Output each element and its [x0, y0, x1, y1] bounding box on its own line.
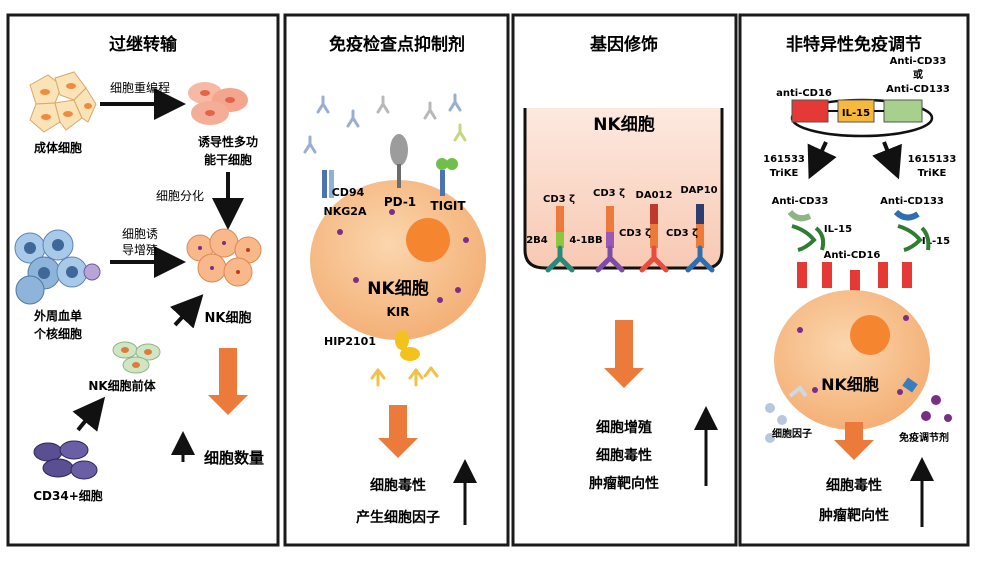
car-construct-2-icon [595, 206, 625, 273]
il15-box-label: IL-15 [842, 108, 870, 119]
cytokines-label: 产生细胞因子 [356, 509, 440, 526]
trike1-num-label: 161533 [763, 154, 805, 165]
trike2-num-label: 1615133 [908, 154, 957, 165]
cytotoxicity-label: 细胞毒性 [826, 477, 882, 494]
ipsc-label-2: 能干细胞 [204, 152, 252, 167]
nucleus [406, 218, 450, 262]
nk-cell-title: NK细胞 [593, 114, 654, 135]
cd34-label: CD34+细胞 [33, 488, 103, 503]
orange-down-arrow-icon [208, 348, 248, 415]
tumor-targeting-label: 肿瘤靶向性 [819, 507, 889, 524]
il15-left-label: IL-15 [824, 224, 852, 235]
orange-down-arrow-icon [604, 320, 644, 388]
anti-cd33-label: Anti-CD33 [772, 196, 829, 207]
hip-antibody-icons [370, 366, 439, 387]
panel-4: 非特异性免疫调节 anti-CD16 Anti-CD33 或 Anti-CD13… [763, 34, 956, 527]
ipsc-label-1: 诱导性多功 [198, 134, 258, 149]
kir-label: KIR [386, 305, 409, 319]
nk-cluster-icon [186, 228, 262, 287]
panel-1: 过继转输 成体细胞 细胞重编程 诱导性多功 能干细胞 [14, 34, 264, 503]
anti-cd133-label: Anti-CD133 [880, 196, 944, 207]
panel-1-title: 过继转输 [109, 34, 178, 55]
antibody-icons [303, 93, 467, 154]
panel-2: 免疫检查点抑制剂 CD94 NKG2A PD [303, 34, 486, 526]
induce-label-1: 细胞诱 [122, 227, 158, 241]
panel-4-frame [738, 13, 970, 547]
reprogram-label: 细胞重编程 [110, 80, 170, 95]
cytotoxicity-label: 细胞毒性 [596, 447, 652, 464]
immunomodulator-label: 免疫调节剂 [899, 431, 949, 444]
cd3z-label-a: CD3 ζ [543, 194, 575, 205]
car-construct-4-icon [685, 204, 715, 273]
panel-3: 基因修饰 NK细胞 CD3 ζ CD3 ζ DA012 DAP10 2B4 [523, 34, 724, 492]
car-construct-1-icon [545, 206, 575, 273]
trike1-name-label: TriKE [770, 168, 799, 179]
tumor-targeting-label: 肿瘤靶向性 [589, 475, 659, 492]
ipsc-icon [188, 82, 248, 125]
panel-3-frame [511, 13, 738, 547]
da012-label: DA012 [636, 190, 673, 201]
cell-count-label: 细胞数量 [204, 449, 264, 467]
pbmc-label-1: 外周血单 [34, 308, 82, 323]
anti-cd133-top-label: Anti-CD133 [886, 84, 950, 95]
anti-cd16-top-label: anti-CD16 [776, 88, 832, 99]
anti-cd33-or-label: Anti-CD33 [890, 56, 947, 67]
cd34-cells-icon [33, 440, 98, 480]
trike-bound-right-icon [893, 209, 931, 252]
41bb-label: 4-1BB [569, 235, 602, 246]
cd16-receptor-icons [797, 262, 912, 296]
immunomodulator-icons [902, 377, 952, 422]
pbmc-label-2: 个核细胞 [33, 326, 82, 341]
panel-2-title: 免疫检查点抑制剂 [329, 34, 465, 55]
nk-precursor-icon [112, 341, 161, 374]
hip-label: HIP2101 [324, 335, 376, 348]
nk-cell-body [774, 290, 930, 430]
induce-label-2: 导增殖 [122, 242, 158, 257]
nk-cell-title: NK细胞 [367, 278, 428, 299]
nk-precursor-label: NK细胞前体 [88, 378, 156, 393]
tigit-label: TIGIT [430, 199, 466, 213]
nkg2a-label: NKG2A [324, 205, 367, 218]
trike-construct-icon [790, 98, 934, 138]
panel-2-frame [283, 13, 510, 547]
cd3z-label-c: CD3 ζ [619, 228, 651, 239]
cytokine-label: 细胞因子 [772, 427, 812, 440]
differentiate-label: 细胞分化 [156, 189, 204, 203]
nkg2a-receptor-icon [322, 170, 334, 198]
kir-receptor-icon [395, 330, 420, 361]
or-label: 或 [913, 68, 923, 81]
anti-cd16-label: Anti-CD16 [824, 250, 881, 261]
pd1-label: PD-1 [384, 195, 416, 209]
cd3z-label-b: CD3 ζ [593, 188, 625, 199]
cytotoxicity-label: 细胞毒性 [370, 477, 426, 494]
orange-down-arrow-icon [378, 405, 418, 458]
adult-cell-label: 成体细胞 [34, 140, 82, 155]
pd1-receptor-icon [390, 134, 408, 188]
panel-3-title: 基因修饰 [589, 34, 658, 55]
proliferation-label: 细胞增殖 [596, 419, 652, 436]
adult-cells-icon [29, 71, 97, 133]
car-construct-3-icon [639, 204, 669, 273]
dap10-label: DAP10 [680, 185, 717, 196]
panel-4-title: 非特异性免疫调节 [786, 34, 922, 55]
cd3z-label-d: CD3 ζ [666, 228, 698, 239]
tigit-receptor-icon [436, 158, 458, 196]
trike-bound-left-icon [787, 209, 826, 252]
cytokine-icons [765, 385, 808, 443]
pbmc-icon [14, 229, 101, 305]
nk-cell-label: NK细胞 [205, 310, 252, 326]
panel-1-frame [6, 13, 280, 547]
il15-right-label: IL-15 [922, 236, 950, 247]
2b4-label: 2B4 [526, 235, 548, 246]
orange-down-arrow-icon [834, 422, 874, 460]
nk-cell-title: NK细胞 [821, 375, 879, 394]
nk-cell-membrane [523, 108, 724, 270]
trike2-name-label: TriKE [918, 168, 947, 179]
nucleus [850, 315, 890, 355]
cd94-label: CD94 [332, 186, 365, 199]
